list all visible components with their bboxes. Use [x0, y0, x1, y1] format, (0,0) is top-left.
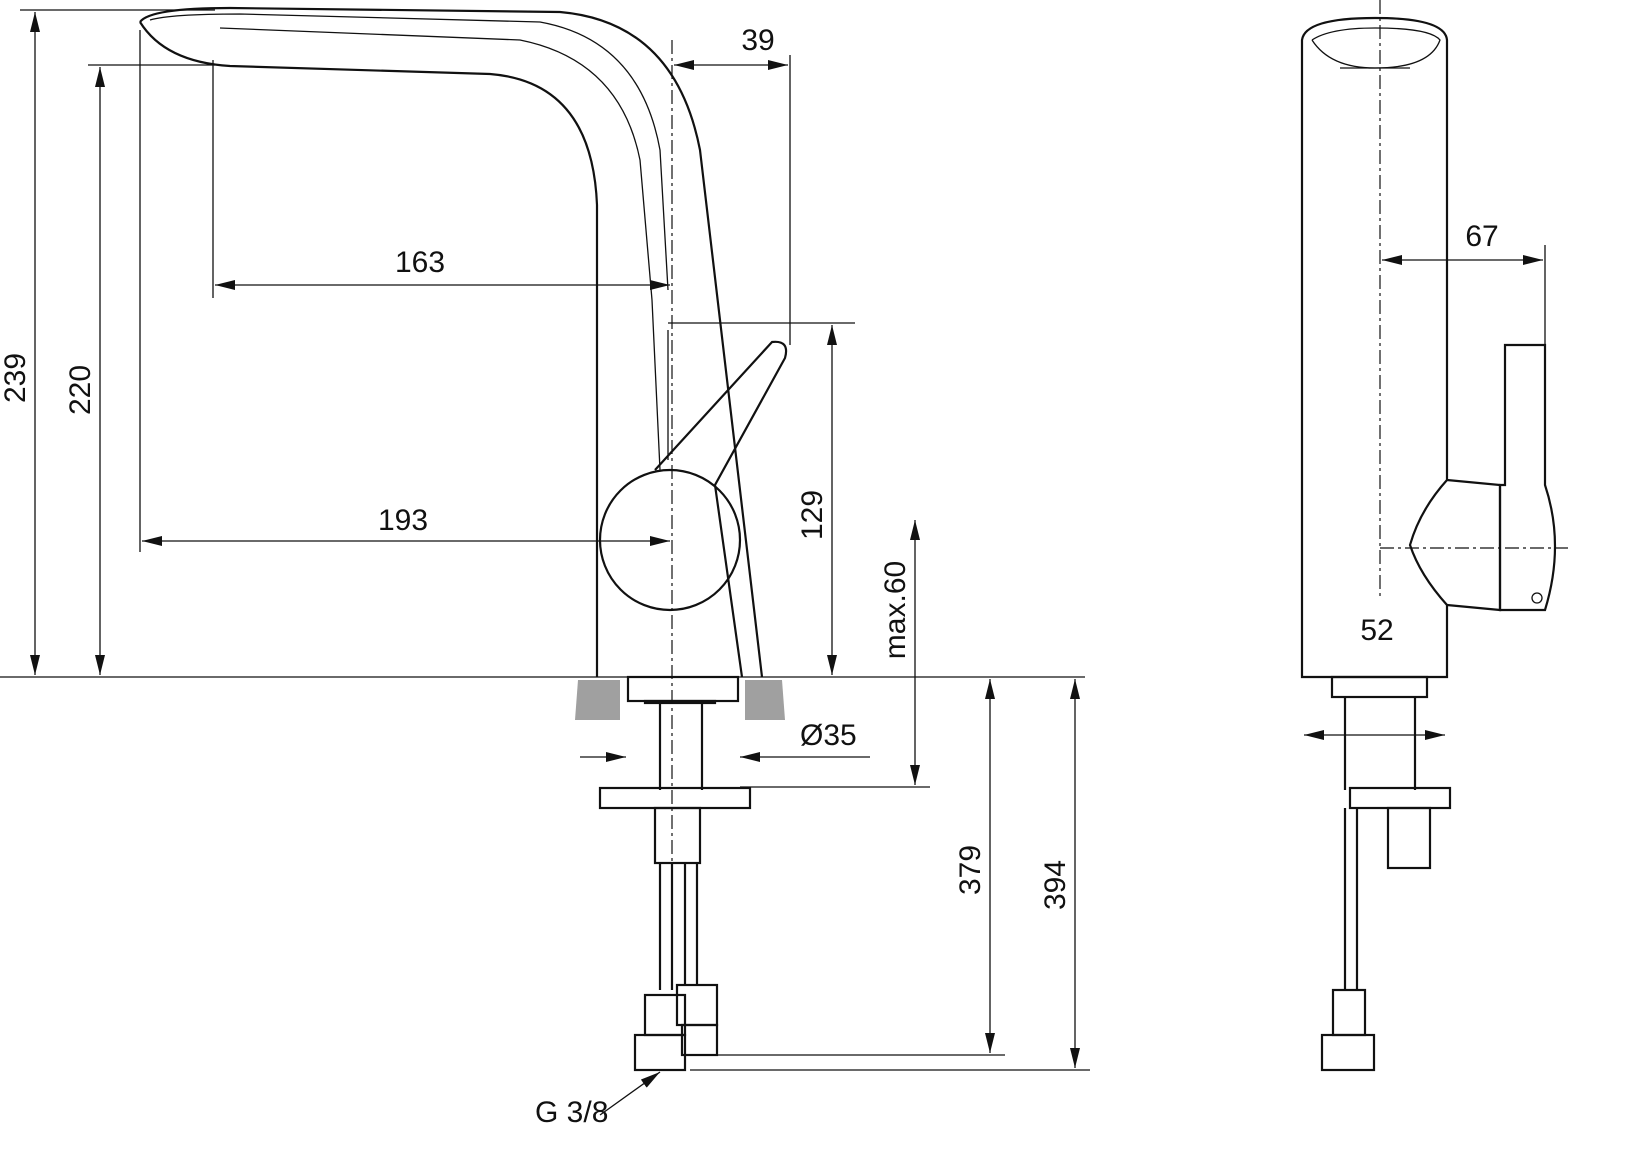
faucet-front-view [139, 6, 788, 1072]
dim-max60: max.60 [879, 561, 912, 659]
deck-section-right [745, 680, 785, 720]
dim-220: 220 [64, 365, 97, 415]
dim-239: 239 [0, 353, 32, 403]
dim-diameter-35: Ø35 [800, 719, 857, 752]
dim-67: 67 [1465, 220, 1498, 253]
dim-39: 39 [741, 24, 774, 57]
dim-52: 52 [1360, 614, 1393, 647]
dim-g38-thread: G 3/8 [535, 1096, 608, 1129]
deck-section-left [575, 680, 620, 720]
dim-394: 394 [1039, 860, 1072, 910]
faucet-side-view [1300, 0, 1568, 1072]
dim-129: 129 [796, 490, 829, 540]
dim-379: 379 [954, 845, 987, 895]
dim-193: 193 [378, 504, 428, 537]
dim-163: 163 [395, 246, 445, 279]
side-dimensions [1304, 245, 1546, 740]
front-dimensions [20, 9, 1090, 1116]
